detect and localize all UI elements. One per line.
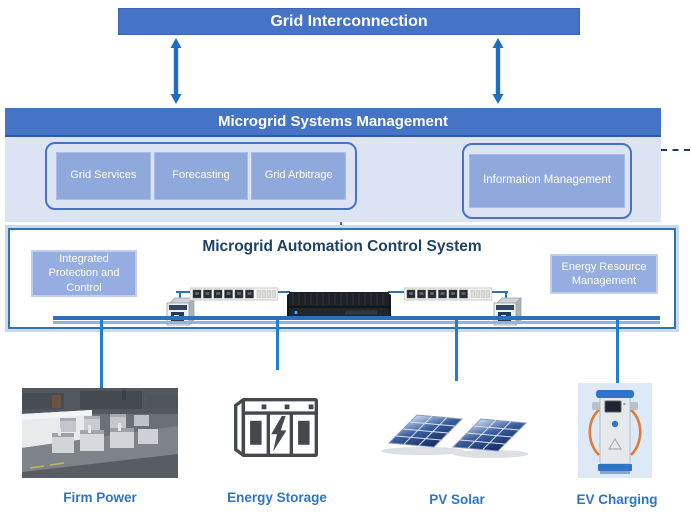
module-integrated-protection-control: Integrated Protection and Control <box>31 250 137 297</box>
management-modules-group: Grid Services Forecasting Grid Arbitrage <box>45 142 357 210</box>
module-label: Energy Resource Management <box>561 260 647 287</box>
grid-interconnection-banner: Grid Interconnection <box>118 8 580 35</box>
module-label: Forecasting <box>172 169 230 182</box>
connector-ev-charging <box>616 320 619 385</box>
hardware-link-stub <box>179 291 181 299</box>
connector-firm-power <box>100 320 103 390</box>
bus-bar-light-line <box>53 321 660 324</box>
io-terminal-strip-icon <box>189 287 279 301</box>
firm-power-label: Firm Power <box>63 490 137 505</box>
grid-interconnection-title: Grid Interconnection <box>270 12 428 30</box>
io-terminal-strip-icon <box>403 287 493 301</box>
battery-storage-icon <box>221 370 331 485</box>
module-label: Grid Services <box>70 169 137 182</box>
module-label: Information Management <box>483 174 611 187</box>
systems-management-title: Microgrid Systems Management <box>217 113 449 130</box>
bus-bar-dark-line <box>53 316 660 320</box>
ev-charger-icon <box>578 383 652 478</box>
connector-pv-solar <box>455 320 458 383</box>
solar-panels-icon <box>371 381 528 468</box>
module-forecasting: Forecasting <box>153 152 249 200</box>
systems-management-panel: Microgrid Systems Management Grid Servic… <box>5 108 661 222</box>
dashed-connector <box>661 149 690 151</box>
energy-storage-label: Energy Storage <box>227 490 327 505</box>
ev-charging-label: EV Charging <box>576 492 658 507</box>
module-label: Grid Arbitrage <box>264 169 333 182</box>
information-management-group: Information Management <box>462 143 632 219</box>
connector-energy-storage <box>276 320 279 373</box>
up-down-arrow-icon <box>169 38 183 104</box>
module-information-management: Information Management <box>469 154 625 208</box>
hardware-link-stub <box>505 291 507 299</box>
module-grid-arbitrage: Grid Arbitrage <box>251 152 347 200</box>
automation-control-section: Microgrid Automation Control System Inte… <box>8 228 676 329</box>
microgrid-controller-icon <box>287 292 391 320</box>
up-down-arrow-icon <box>491 38 505 104</box>
firm-power-photo <box>22 388 178 478</box>
pv-solar-label: PV Solar <box>429 492 485 507</box>
module-energy-resource-management: Energy Resource Management <box>550 254 658 294</box>
power-bus-bar <box>53 316 660 324</box>
systems-management-header: Microgrid Systems Management <box>5 108 661 137</box>
module-label: Integrated Protection and Control <box>48 253 120 294</box>
automation-title: Microgrid Automation Control System <box>202 238 482 255</box>
module-grid-services: Grid Services <box>56 152 151 200</box>
